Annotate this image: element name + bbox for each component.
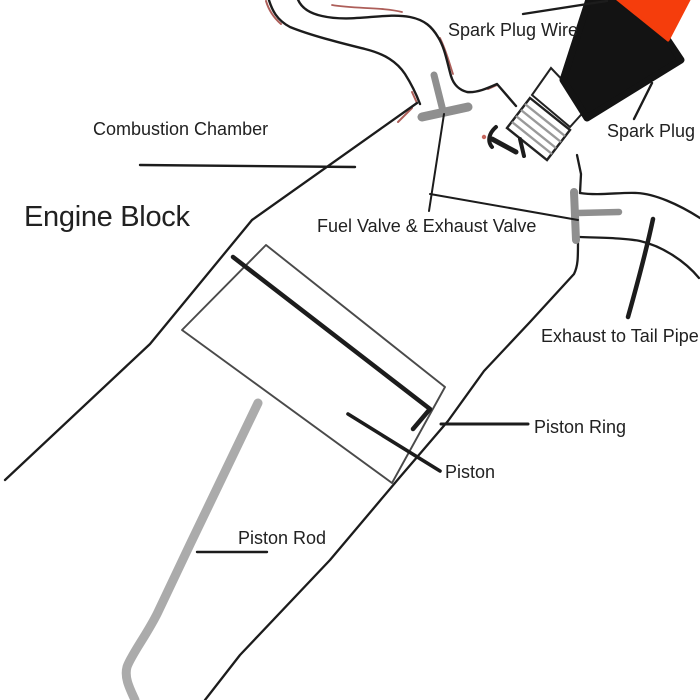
electrode-stroke [518,137,526,158]
fuel-valve-crossbar [417,102,473,122]
leader-spark-plug [632,81,654,121]
cylinder-right-wall [203,239,580,700]
leader-exhaust-tail-pipe [625,216,656,320]
exhaust-valve-crossbar [574,208,623,217]
label-fuel-exhaust-valve: Fuel Valve & Exhaust Valve [317,216,537,236]
engine-block-outline [3,101,700,700]
leader-exhaust-valve [429,193,579,221]
spark-plug-electrode [487,125,526,158]
spark-plug-wire-boot-orange [616,0,691,42]
label-spark-plug: Spark Plug [607,121,696,141]
spark-plug-threads [505,96,572,162]
piston-ring-line [230,254,433,432]
thread-hatch-line [511,121,553,155]
chamber-right-wall [575,153,583,195]
red-accent-stroke [411,91,418,104]
exhaust-valve-stem [570,188,580,244]
wire-tube-right-wall [296,0,518,108]
thread-hatch-line [520,109,562,143]
spark-plug-wire-tube [267,0,518,108]
label-piston: Piston [445,462,496,482]
leader-combustion-chamber [138,163,357,169]
exhaust-valve-shape [570,188,623,244]
electrode-stroke [489,136,519,155]
leader-piston [346,412,442,473]
red-accent-stroke [265,0,282,25]
piston-rod-line [121,398,263,700]
label-piston-rod: Piston Rod [238,528,327,548]
label-piston-ring: Piston Ring [534,417,627,437]
red-accent-stroke [397,107,413,123]
label-combustion-chamber: Combustion Chamber [93,119,269,139]
electrode-hook [487,125,498,149]
spark-plug-boot [559,0,685,122]
thread-hatch-line [515,115,557,149]
fuel-valve-shape [417,71,473,122]
red-accent-stroke [331,4,403,13]
exhaust-pipe-top-wall [578,191,700,220]
leader-spark-plug-wire [521,0,609,16]
thread-hatch-line [524,103,566,137]
red-spark-fleck [481,134,487,140]
engine-block-left-wall [3,101,419,482]
spark-plug-assembly [481,0,691,162]
label-exhaust-tail-pipe: Exhaust to Tail Pipe [541,326,699,346]
exhaust-pipe-bottom-wall [578,235,700,280]
spark-plug-thread-hatch [511,103,566,155]
label-spark-plug-wire: Spark Plug Wire [448,20,579,40]
wire-tube-left-wall [267,0,422,106]
label-engine-block: Engine Block [24,201,190,233]
piston-outline [181,244,446,484]
fuel-valve-stem [430,71,447,115]
leader-lines [138,0,656,554]
